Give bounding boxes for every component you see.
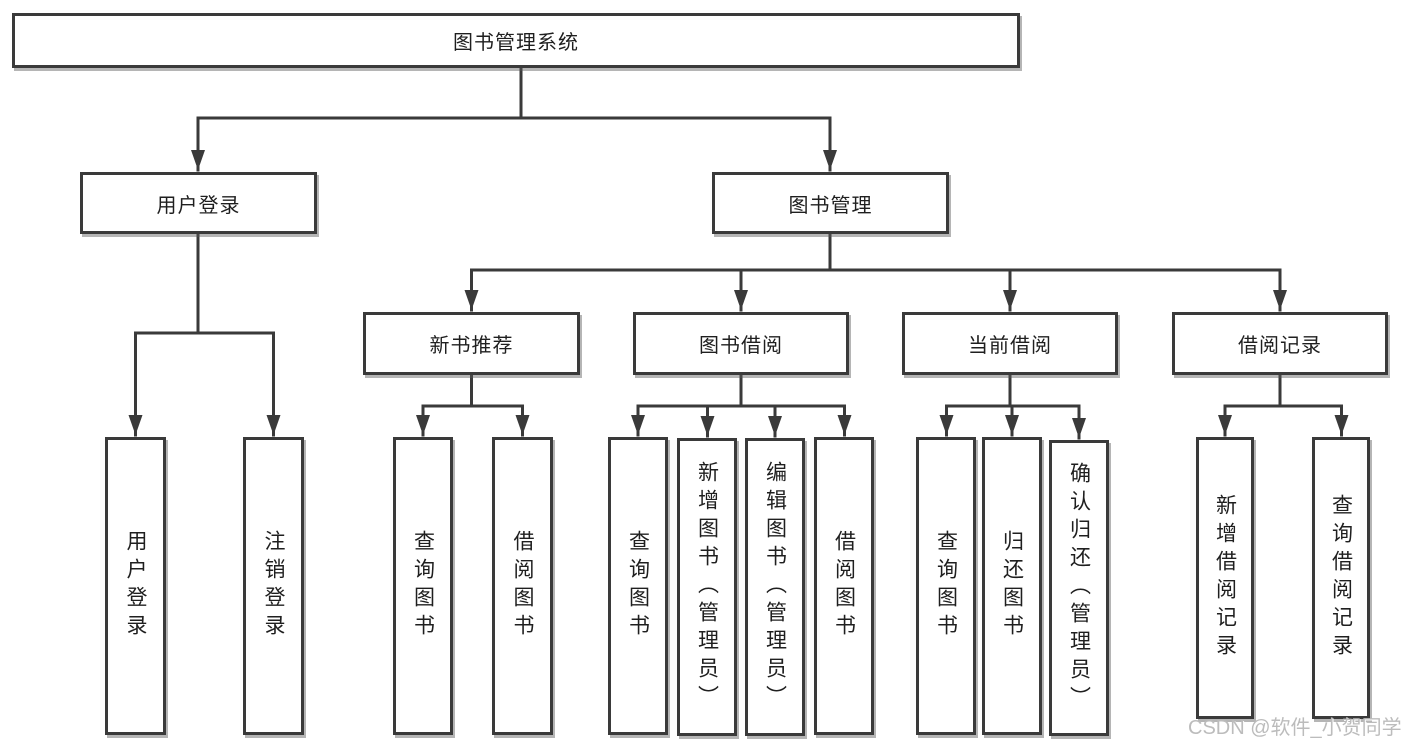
node-book-management: 图书管理 (712, 172, 949, 234)
node-label: 图书管理 (788, 194, 873, 217)
node-return-books: 归还图书 (982, 437, 1042, 735)
connector-current-borrowing (945, 373, 1081, 408)
connector-borrowing-records (1223, 373, 1343, 408)
node-label: 查询借阅记录 (1329, 494, 1353, 662)
connector-user-login (134, 232, 275, 335)
connector-book-borrowing (636, 373, 846, 408)
node-new-book-recommend: 新书推荐 (363, 312, 580, 375)
node-borrowing-records: 借阅记录 (1172, 312, 1388, 375)
node-add-borrow-record: 新增借阅记录 (1196, 437, 1254, 719)
node-library-management-system: 图书管理系统 (12, 13, 1020, 68)
node-label: 新书推荐 (429, 335, 514, 357)
node-add-books-admin: 新增图书（管理员） (677, 438, 737, 736)
node-label: 用户登录 (124, 530, 147, 642)
node-label: 查询图书 (411, 530, 435, 642)
node-label: 确认归还（管理员） (1067, 462, 1091, 714)
node-current-borrowing: 当前借阅 (902, 312, 1118, 375)
connector-book-management (470, 232, 1282, 272)
node-borrow-books-recommend: 借阅图书 (492, 437, 553, 735)
node-borrow-books: 借阅图书 (814, 437, 874, 735)
node-label: 编辑图书（管理员） (763, 461, 787, 713)
csdn-watermark: CSDN @软件_小贺同学 (1188, 717, 1402, 739)
node-label: 查询图书 (934, 530, 958, 642)
node-label: 注销登录 (262, 530, 285, 642)
node-logout: 注销登录 (243, 437, 304, 735)
node-label: 当前借阅 (968, 335, 1052, 357)
node-label: 借阅记录 (1238, 335, 1322, 357)
node-user-login: 用户登录 (80, 172, 317, 234)
node-label: 新增借阅记录 (1213, 494, 1237, 662)
node-query-books-recommend: 查询图书 (393, 437, 453, 735)
node-edit-books-admin: 编辑图书（管理员） (745, 438, 805, 736)
node-book-borrowing: 图书借阅 (633, 312, 849, 375)
node-label: 用户登录 (156, 194, 241, 217)
node-label: 图书借阅 (699, 335, 783, 357)
node-label: 借阅图书 (511, 530, 534, 642)
connector-new-book (421, 373, 524, 408)
node-query-books-borrowing: 查询图书 (608, 437, 668, 735)
connector-root (196, 65, 832, 120)
node-label: 查询图书 (626, 530, 650, 642)
node-label: 图书管理系统 (453, 32, 579, 54)
node-query-borrow-record: 查询借阅记录 (1312, 437, 1370, 719)
node-user-login-leaf: 用户登录 (105, 437, 166, 735)
node-confirm-return-admin: 确认归还（管理员） (1049, 440, 1109, 736)
node-query-books-current: 查询图书 (916, 437, 976, 735)
node-label: 归还图书 (1000, 530, 1024, 642)
node-label: 新增图书（管理员） (695, 461, 719, 713)
node-label: 借阅图书 (832, 530, 856, 642)
